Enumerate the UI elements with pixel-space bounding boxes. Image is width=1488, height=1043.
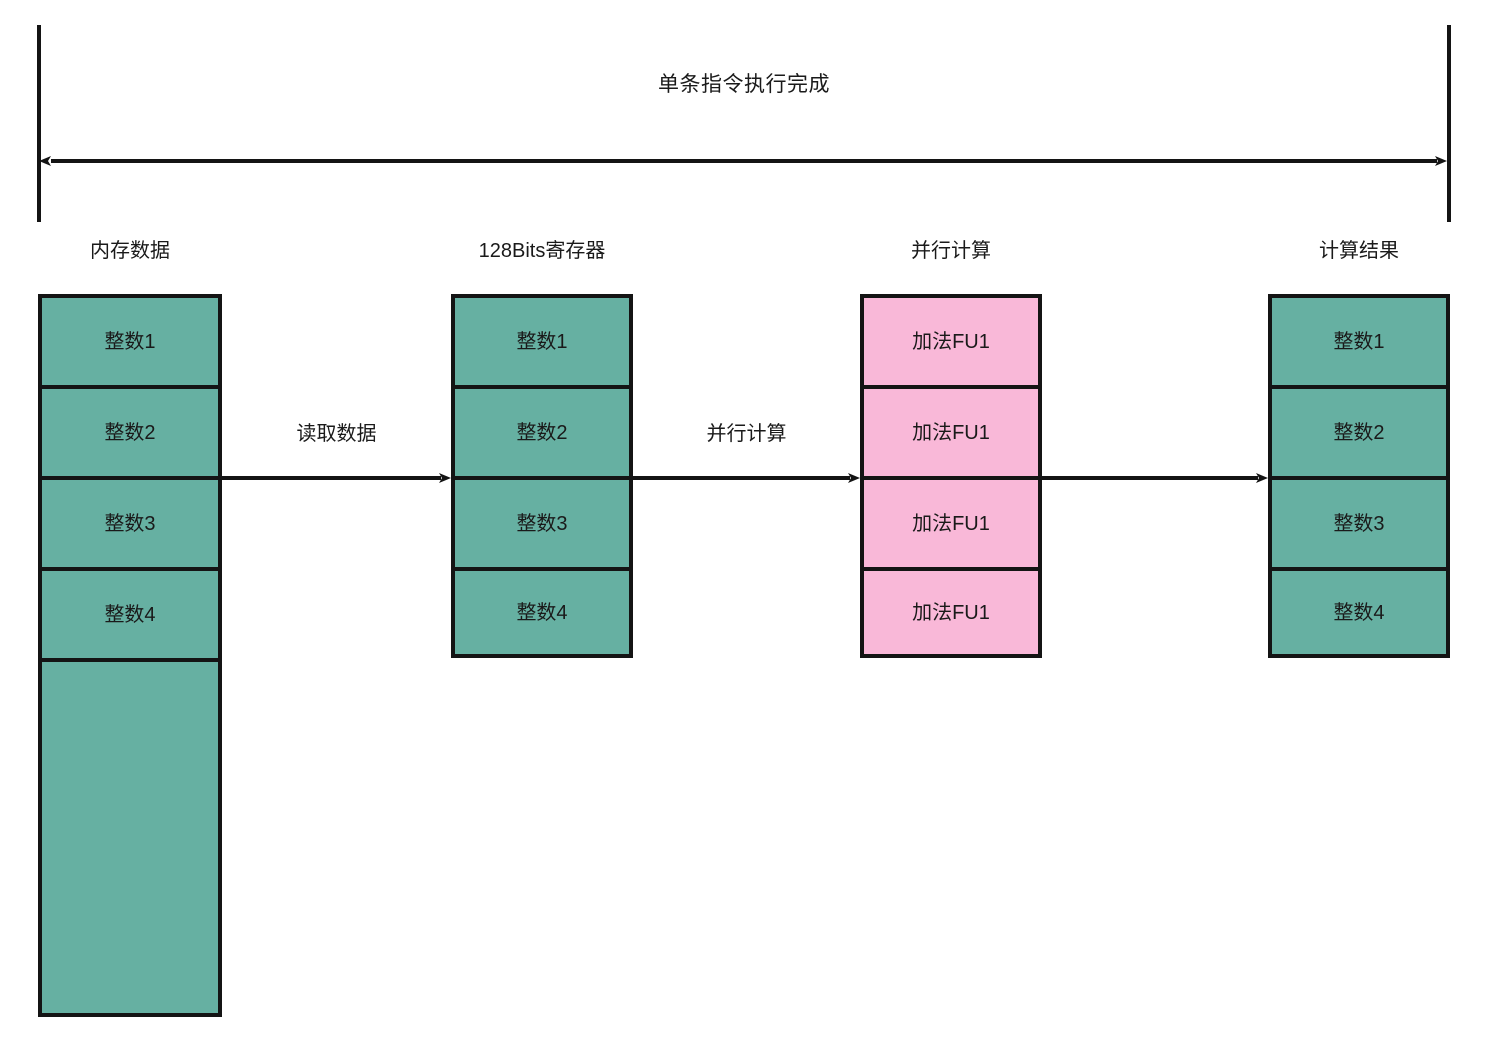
span-bracket-left-tick [37,25,41,222]
cell-result-2: 整数2 [1272,389,1446,480]
stack-memory: 整数1 整数2 整数3 整数4 [38,294,222,1017]
flow-label-read-data: 读取数据 [296,423,377,445]
cell-result-1: 整数1 [1272,298,1446,389]
column-header-register: 128Bits寄存器 [478,240,606,262]
flow-label-parallel-compute: 并行计算 [706,423,787,445]
column-header-memory: 内存数据 [90,240,170,262]
cell-fu-1: 加法FU1 [864,298,1038,389]
column-header-result: 计算结果 [1319,240,1399,262]
cell-memory-2: 整数2 [42,389,218,480]
stack-parallel-compute: 加法FU1 加法FU1 加法FU1 加法FU1 [860,294,1042,658]
span-bracket-right-tick [1447,25,1451,222]
cell-memory-5-empty [42,662,218,1013]
cell-result-4: 整数4 [1272,571,1446,654]
stack-result: 整数1 整数2 整数3 整数4 [1268,294,1450,658]
flow-arrow-compute-to-result [1042,473,1268,483]
cell-register-4: 整数4 [455,571,629,654]
cell-fu-2: 加法FU1 [864,389,1038,480]
cell-register-1: 整数1 [455,298,629,389]
cell-register-2: 整数2 [455,389,629,480]
cell-memory-1: 整数1 [42,298,218,389]
span-title: 单条指令执行完成 [658,73,830,96]
cell-memory-4: 整数4 [42,571,218,662]
cell-result-3: 整数3 [1272,480,1446,571]
cell-fu-3: 加法FU1 [864,480,1038,571]
flow-arrow-register-to-compute [633,473,860,483]
flow-arrow-memory-to-register [222,473,451,483]
column-header-parallel-compute: 并行计算 [911,240,991,262]
cell-fu-4: 加法FU1 [864,571,1038,654]
cell-memory-3: 整数3 [42,480,218,571]
stack-register: 整数1 整数2 整数3 整数4 [451,294,633,658]
cell-register-3: 整数3 [455,480,629,571]
span-double-arrow [39,156,1447,166]
